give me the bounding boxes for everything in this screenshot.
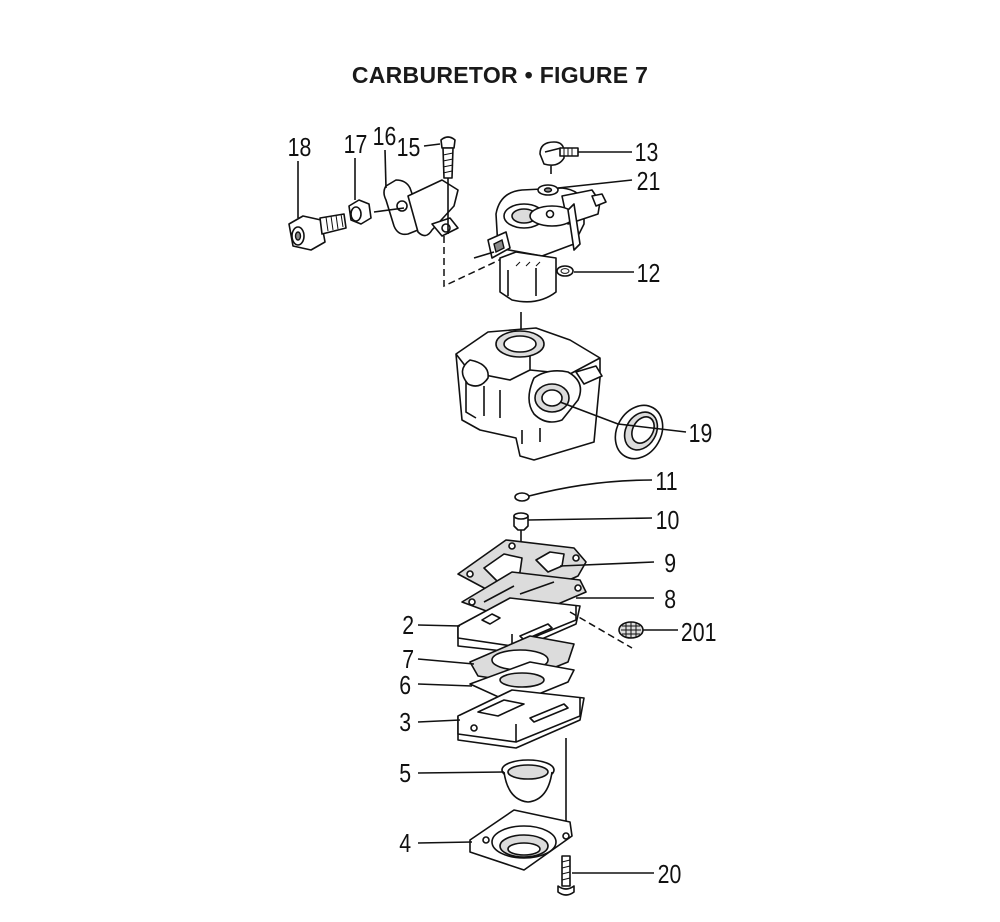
callout-6: 6 bbox=[399, 671, 411, 701]
part-19-seal bbox=[614, 404, 664, 460]
part-2-pump-body bbox=[457, 597, 633, 653]
callout-15: 15 bbox=[397, 133, 421, 163]
leader-lines bbox=[297, 143, 687, 874]
carburetor-main-body bbox=[455, 327, 619, 461]
callout-20: 20 bbox=[658, 860, 682, 890]
part-3-metering-body bbox=[457, 689, 585, 836]
callout-18: 18 bbox=[288, 133, 312, 163]
part-6-diaphragm bbox=[469, 661, 575, 705]
part-4-cover bbox=[469, 809, 573, 871]
part-13-screw bbox=[539, 141, 579, 174]
callout-201: 201 bbox=[681, 618, 717, 648]
callout-21: 21 bbox=[637, 167, 661, 197]
part-11-ring bbox=[514, 492, 530, 502]
carburetor-upper-body bbox=[473, 187, 607, 303]
callout-3: 3 bbox=[399, 708, 411, 738]
part-5-cup bbox=[501, 759, 555, 803]
callout-2: 2 bbox=[402, 611, 414, 641]
callout-17: 17 bbox=[344, 130, 368, 160]
figure-title: CARBURETOR • FIGURE 7 bbox=[351, 62, 649, 88]
part-12-clip bbox=[556, 265, 574, 277]
callout-8: 8 bbox=[664, 585, 676, 615]
callout-11: 11 bbox=[655, 467, 677, 497]
callout-10: 10 bbox=[656, 506, 680, 536]
part-17-nut bbox=[348, 199, 372, 225]
callout-19: 19 bbox=[689, 419, 713, 449]
part-18-fitting bbox=[288, 213, 347, 251]
callout-16: 16 bbox=[373, 122, 397, 152]
callout-9: 9 bbox=[664, 549, 676, 579]
part-15-screw bbox=[440, 136, 456, 179]
part-201-screen bbox=[618, 621, 644, 639]
callout-labels: 18 17 16 15 13 21 12 19 11 10 9 8 2 201 … bbox=[288, 122, 717, 890]
callout-5: 5 bbox=[399, 759, 411, 789]
part-21-washer bbox=[537, 184, 559, 196]
part-20-screw bbox=[557, 855, 575, 896]
callout-13: 13 bbox=[635, 138, 659, 168]
callout-7: 7 bbox=[402, 645, 414, 675]
throttle-lever bbox=[407, 178, 513, 288]
callout-4: 4 bbox=[399, 829, 411, 859]
callout-12: 12 bbox=[637, 259, 661, 289]
